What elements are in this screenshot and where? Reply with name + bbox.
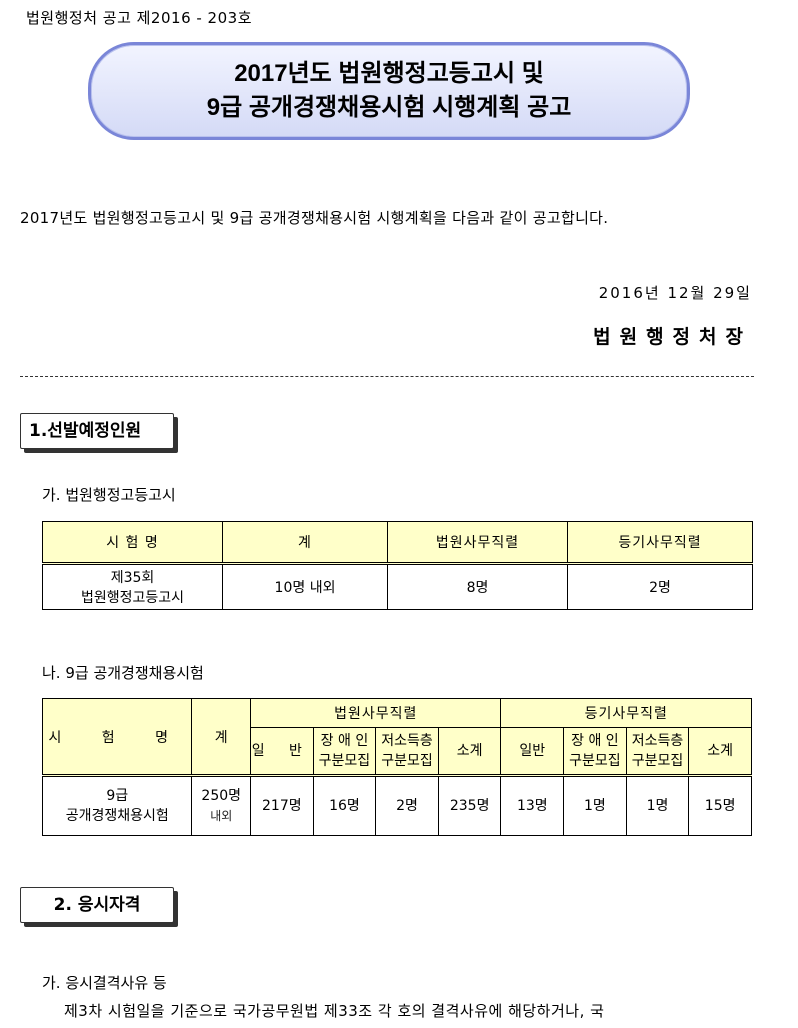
cell-exam-name: 9급 공개경쟁채용시험 xyxy=(41,774,193,836)
table-grade9-exam: 시 험 명 계 법원사무직렬 등기사무직렬 일 반 장 애 인 구분모집 저소득… xyxy=(41,698,752,836)
cell-registry: 2명 xyxy=(567,562,753,610)
title-banner: 2017년도 법원행정고등고시 및 9급 공개경쟁채용시험 시행계획 공고 xyxy=(88,42,690,140)
table-header-row-1: 시 험 명 계 법원사무직렬 등기사무직렬 xyxy=(41,698,752,776)
signer: 법원행정처장 xyxy=(593,326,752,348)
cell-registry-low-income: 1명 xyxy=(625,774,690,836)
total-value: 250명 xyxy=(201,788,242,804)
cell-total: 10명 내외 xyxy=(222,562,388,610)
section-1-sub-b: 나. 9급 공개경쟁채용시험 xyxy=(42,664,204,682)
cell-registry-disabled: 1명 xyxy=(563,774,627,836)
table-row: 9급 공개경쟁채용시험 250명 내외 217명 16명 2명 235명 13명… xyxy=(41,774,752,836)
header-exam-name: 시 험 명 xyxy=(42,521,223,564)
exam-name-line-2: 공개경쟁채용시험 xyxy=(65,808,169,824)
cell-court-subtotal: 235명 xyxy=(437,774,502,836)
table-row: 제35회 법원행정고등고시 10명 내외 8명 2명 xyxy=(42,562,753,610)
header-registry-low-income: 저소득층 구분모집 xyxy=(625,727,690,776)
cell-court-low-income: 2명 xyxy=(375,774,439,836)
title-line-2: 9급 공개경쟁채용시험 시행계획 공고 xyxy=(206,94,572,121)
section-2-sub-a: 가. 응시결격사유 등 xyxy=(42,974,167,992)
notice-number: 법원행정처 공고 제2016 - 203호 xyxy=(26,9,252,27)
table-judicial-exam: 시 험 명 계 법원사무직렬 등기사무직렬 제35회 법원행정고등고시 10명 … xyxy=(42,521,753,610)
dashed-divider xyxy=(20,376,754,377)
header-court-general: 일 반 xyxy=(250,727,314,776)
section-1-sub-a: 가. 법원행정고등고시 xyxy=(42,486,176,504)
header-registry-clerk: 등기사무직렬 xyxy=(567,521,753,564)
table-header-row: 시 험 명 계 법원사무직렬 등기사무직렬 xyxy=(42,521,753,564)
section-1-heading: 1.선발예정인원 xyxy=(20,413,174,449)
cell-court-general: 217명 xyxy=(250,774,314,836)
header-court-low-income: 저소득층 구분모집 xyxy=(375,727,439,776)
title-line-1: 2017년도 법원행정고등고시 및 xyxy=(234,60,544,87)
total-note: 내외 xyxy=(210,809,233,823)
header-court-clerk: 법원사무직렬 xyxy=(250,698,502,728)
cell-exam-name: 제35회 법원행정고등고시 xyxy=(42,562,223,610)
header-registry-clerk: 등기사무직렬 xyxy=(500,698,752,728)
header-total: 계 xyxy=(191,698,252,776)
header-exam-name: 시 험 명 xyxy=(41,698,193,776)
intro-paragraph: 2017년도 법원행정고등고시 및 9급 공개경쟁채용시험 시행계획을 다음과 … xyxy=(20,209,609,227)
header-registry-subtotal: 소계 xyxy=(688,727,752,776)
section-2-paragraph: 제3차 시험일을 기준으로 국가공무원법 제33조 각 호의 결격사유에 해당하… xyxy=(64,1002,605,1020)
exam-name-line-1: 제35회 xyxy=(110,570,155,586)
cell-registry-general: 13명 xyxy=(500,774,565,836)
exam-name-line-2: 법원행정고등고시 xyxy=(80,590,185,606)
header-total: 계 xyxy=(222,521,388,564)
cell-court-disabled: 16명 xyxy=(312,774,377,836)
header-court-clerk: 법원사무직렬 xyxy=(387,521,568,564)
header-registry-disabled: 장 애 인 구분모집 xyxy=(563,727,627,776)
exam-name-line-1: 9급 xyxy=(106,788,129,804)
header-court-disabled: 장 애 인 구분모집 xyxy=(312,727,377,776)
section-2-heading: 2. 응시자격 xyxy=(20,887,174,923)
cell-total: 250명 내외 xyxy=(191,774,252,836)
header-registry-general: 일반 xyxy=(500,727,565,776)
header-court-subtotal: 소계 xyxy=(437,727,502,776)
cell-court: 8명 xyxy=(387,562,568,610)
cell-registry-subtotal: 15명 xyxy=(688,774,752,836)
notice-date: 2016년 12월 29일 xyxy=(598,284,752,302)
table-header-row-2: 일 반 장 애 인 구분모집 저소득층 구분모집 소계 일반 장 애 인 구분모… xyxy=(43,727,752,776)
